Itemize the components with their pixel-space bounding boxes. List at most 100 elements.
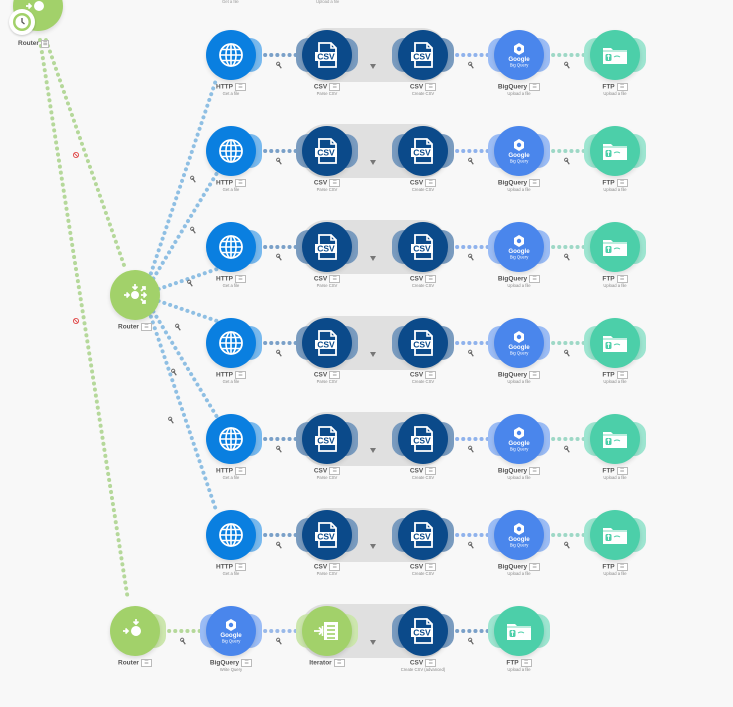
module-badge-icon[interactable]: ☰ — [425, 563, 437, 571]
http-module-row-2[interactable]: HTTP☰Get a file — [206, 126, 262, 192]
module-badge-icon[interactable]: ☰ — [529, 371, 541, 379]
filter-wrench-icon[interactable] — [564, 157, 571, 166]
module-badge-icon[interactable]: ☰ — [425, 83, 437, 91]
folder-icon[interactable] — [590, 318, 640, 368]
http-module-row-1[interactable]: HTTP☰Get a file — [206, 30, 262, 96]
iterator-module[interactable]: Iterator☰ — [296, 606, 358, 667]
collapse-arrow-icon[interactable] — [370, 256, 376, 261]
disabled-route-icon[interactable] — [72, 317, 80, 325]
csv-file-icon[interactable]: CSV — [398, 510, 448, 560]
route-to-row-2[interactable] — [145, 171, 219, 291]
csv-file-icon[interactable]: CSV — [398, 126, 448, 176]
filter-wrench-icon[interactable] — [468, 253, 475, 262]
filter-wrench-icon[interactable] — [190, 175, 197, 184]
module-badge-icon[interactable]: ☰ — [425, 467, 437, 475]
globe-icon[interactable] — [206, 126, 256, 176]
csv-file-icon[interactable]: CSV — [398, 606, 448, 656]
module-badge-icon[interactable]: ☰ — [529, 563, 541, 571]
ftp-module-row-2[interactable]: FTP☰Upload a file — [584, 126, 646, 192]
module-badge-icon[interactable]: ☰ — [241, 659, 253, 667]
module-badge-icon[interactable]: ☰ — [425, 371, 437, 379]
globe-icon[interactable] — [206, 222, 256, 272]
module-badge-icon[interactable]: ☰ — [234, 275, 246, 283]
http-module-row-3[interactable]: HTTP☰Get a file — [206, 222, 262, 288]
bottom-router[interactable]: Router☰ — [110, 606, 166, 667]
route-to-row-6[interactable] — [145, 303, 219, 515]
module-badge-icon[interactable]: ☰ — [40, 40, 50, 48]
module-badge-icon[interactable]: ☰ — [234, 83, 246, 91]
schedule-clock-icon[interactable] — [9, 9, 35, 35]
iterator-icon[interactable] — [302, 606, 352, 656]
csv-file-icon[interactable]: CSV — [302, 414, 352, 464]
filter-wrench-icon[interactable] — [468, 541, 475, 550]
http-module-row-5[interactable]: HTTP☰Get a file — [206, 414, 262, 480]
module-badge-icon[interactable]: ☰ — [529, 83, 541, 91]
module-badge-icon[interactable]: ☰ — [140, 323, 152, 331]
csv-file-icon[interactable]: CSV — [302, 318, 352, 368]
module-badge-icon[interactable]: ☰ — [234, 371, 246, 379]
filter-wrench-icon[interactable] — [468, 445, 475, 454]
module-badge-icon[interactable]: ☰ — [140, 659, 152, 667]
module-badge-icon[interactable]: ☰ — [425, 179, 437, 187]
module-badge-icon[interactable]: ☰ — [329, 83, 341, 91]
csv-file-icon[interactable]: CSV — [302, 30, 352, 80]
ftp-module-row-4[interactable]: FTP☰Upload a file — [584, 318, 646, 384]
route-to-bottom-router[interactable] — [38, 38, 130, 602]
module-badge-icon[interactable]: ☰ — [329, 563, 341, 571]
module-badge-icon[interactable]: ☰ — [616, 467, 628, 475]
csv-file-icon[interactable]: CSV — [398, 222, 448, 272]
module-badge-icon[interactable]: ☰ — [529, 275, 541, 283]
module-badge-icon[interactable]: ☰ — [616, 563, 628, 571]
module-badge-icon[interactable]: ☰ — [529, 467, 541, 475]
module-badge-icon[interactable]: ☰ — [234, 563, 246, 571]
filter-wrench-icon[interactable] — [564, 253, 571, 262]
module-badge-icon[interactable]: ☰ — [616, 371, 628, 379]
module-badge-icon[interactable]: ☰ — [333, 659, 345, 667]
ftp-module-row-3[interactable]: FTP☰Upload a file — [584, 222, 646, 288]
route-to-row-5[interactable] — [145, 299, 219, 419]
module-badge-icon[interactable]: ☰ — [520, 659, 532, 667]
filter-wrench-icon[interactable] — [468, 61, 475, 70]
http-module-row-4[interactable]: HTTP☰Get a file — [206, 318, 262, 384]
folder-icon[interactable] — [590, 414, 640, 464]
folder-icon[interactable] — [494, 606, 544, 656]
filter-wrench-icon[interactable] — [276, 61, 283, 70]
globe-icon[interactable] — [206, 30, 256, 80]
filter-wrench-icon[interactable] — [276, 541, 283, 550]
filter-wrench-icon[interactable] — [564, 349, 571, 358]
csv-file-icon[interactable]: CSV — [398, 414, 448, 464]
ftp-module-row-6[interactable]: FTP☰Upload a file — [584, 510, 646, 576]
module-badge-icon[interactable]: ☰ — [529, 179, 541, 187]
collapse-arrow-icon[interactable] — [370, 448, 376, 453]
module-badge-icon[interactable]: ☰ — [234, 179, 246, 187]
module-badge-icon[interactable]: ☰ — [616, 179, 628, 187]
csv-file-icon[interactable]: CSV — [302, 510, 352, 560]
folder-icon[interactable] — [590, 30, 640, 80]
module-badge-icon[interactable]: ☰ — [616, 83, 628, 91]
module-badge-icon[interactable]: ☰ — [425, 659, 437, 667]
filter-wrench-icon[interactable] — [564, 61, 571, 70]
collapse-arrow-icon[interactable] — [370, 640, 376, 645]
module-badge-icon[interactable]: ☰ — [425, 275, 437, 283]
filter-wrench-icon[interactable] — [276, 445, 283, 454]
globe-icon[interactable] — [206, 510, 256, 560]
csv-file-icon[interactable]: CSV — [302, 126, 352, 176]
router-icon[interactable] — [110, 606, 160, 656]
